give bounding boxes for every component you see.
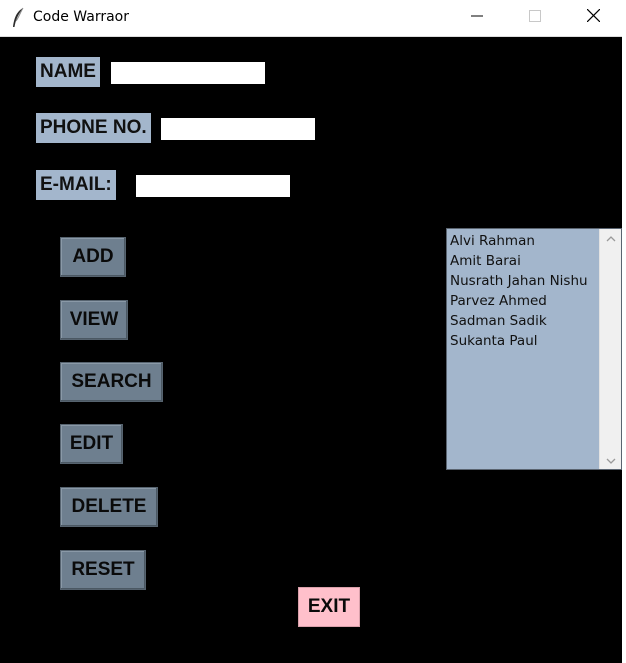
edit-button[interactable]: EDIT xyxy=(60,424,123,464)
chevron-up-icon xyxy=(606,229,616,247)
close-icon xyxy=(586,8,600,27)
view-button[interactable]: VIEW xyxy=(60,300,128,340)
contacts-list[interactable]: Alvi Rahman Amit Barai Nusrath Jahan Nis… xyxy=(449,231,599,351)
vertical-scrollbar[interactable] xyxy=(599,229,621,469)
email-input[interactable] xyxy=(136,175,290,197)
window-border xyxy=(622,0,626,663)
name-input[interactable] xyxy=(111,62,265,84)
minimize-button[interactable] xyxy=(448,0,506,36)
phone-label: PHONE NO. xyxy=(36,113,151,143)
add-button[interactable]: ADD xyxy=(60,237,126,277)
scroll-down-button[interactable] xyxy=(600,451,621,469)
list-item[interactable]: Nusrath Jahan Nishu xyxy=(450,273,588,289)
contacts-listbox[interactable]: Alvi Rahman Amit Barai Nusrath Jahan Nis… xyxy=(446,228,622,470)
list-item[interactable]: Alvi Rahman xyxy=(450,233,535,249)
scroll-up-button[interactable] xyxy=(600,229,621,247)
delete-button[interactable]: DELETE xyxy=(60,487,158,527)
minimize-icon xyxy=(471,9,483,27)
maximize-button[interactable] xyxy=(506,0,564,36)
close-button[interactable] xyxy=(564,0,622,36)
chevron-down-icon xyxy=(606,451,616,469)
list-item[interactable]: Amit Barai xyxy=(450,253,521,269)
list-item[interactable]: Parvez Ahmed xyxy=(450,293,547,309)
reset-button[interactable]: RESET xyxy=(60,550,146,590)
phone-input[interactable] xyxy=(161,118,315,140)
list-item[interactable]: Sadman Sadik xyxy=(450,313,547,329)
feather-icon xyxy=(10,7,26,29)
email-label: E-MAIL: xyxy=(36,170,116,200)
title-bar[interactable]: Code Warraor xyxy=(0,0,622,37)
exit-button[interactable]: EXIT xyxy=(298,587,360,627)
search-button[interactable]: SEARCH xyxy=(60,362,163,402)
name-label: NAME xyxy=(36,57,100,87)
window-title: Code Warraor xyxy=(33,9,129,25)
maximize-icon xyxy=(529,9,541,27)
list-item[interactable]: Sukanta Paul xyxy=(450,333,538,349)
